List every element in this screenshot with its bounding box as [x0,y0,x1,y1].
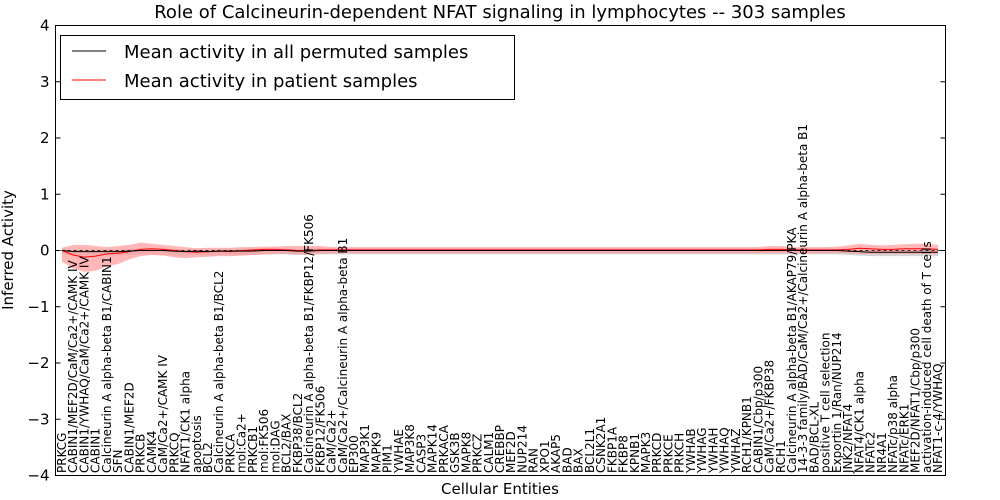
x-tick-label: NUP214 [516,425,530,473]
x-tick-label: mol:FK506 [257,409,271,473]
x-tick-label: XPO1 [538,440,552,473]
x-tick-label: PRKCQ [167,432,181,473]
x-tick-label: MAP3K1 [358,424,372,473]
x-tick-label: PRKACA [437,424,451,473]
x-tick-label: Calcineurin A alpha-beta B1/AKAP79/PKA [785,227,799,473]
x-tick-label: YWHAQ [718,427,732,474]
x-tick-label: BCL2 [201,442,215,473]
y-axis-label: Inferred Activity [0,190,17,310]
x-tick-label: PRKCG [55,433,69,473]
y-tick-label: 2 [40,129,50,147]
x-tick-label: activation-induced cell death of T cells [920,241,934,473]
x-tick-label: CABIN1/YWHAQ/CaM/Ca2+/CAMK IV [78,256,92,473]
x-tick-label: NFATc/ERK1 [897,404,911,473]
x-tick-label: CABIN1/MEF2D/CaM/Ca2+/CAMK IV [66,259,80,473]
x-tick-label: PRKCA [224,433,238,473]
y-tick-label: −2 [27,354,49,372]
x-tick-label: FKBP38/BCL2 [291,393,305,473]
x-tick-label: CASP3 [414,434,428,473]
x-tick-label: EP300 [347,435,361,473]
x-tick-label: PRKCH [673,433,687,473]
x-axis-label: Cellular Entities [441,480,559,498]
x-tick-label: RAN [527,448,541,473]
x-tick-label: FKBP8 [617,435,631,473]
x-tick-label: CAMK4 [145,431,159,473]
x-tick-label: MAPK14 [426,424,440,473]
y-tick-label: 3 [40,73,50,91]
x-tick-label: PRKCB [134,434,148,473]
x-tick-label: CREBBP [493,425,507,473]
y-tick-label: 0 [40,242,50,260]
x-tick-label: NFAT4/CK1 alpha [852,371,866,473]
x-tick-label: Calcineurin A alpha-beta B1/BCL2 [212,271,226,473]
x-tick-label: YWHAZ [729,428,743,474]
x-tick-label: PRKCB1 [246,426,260,473]
x-tick-label: MAPK9 [370,432,384,473]
x-tick-label: CSNK2A1 [594,417,608,473]
x-tick-label: PRKCD [650,433,664,473]
legend-label-permuted: Mean activity in all permuted samples [124,42,468,63]
x-tick-label: apoptosis [190,415,204,473]
x-tick-label: MAP3K8 [403,424,417,473]
permuted-series-line [61,250,938,253]
x-tick-label: Calcineurin A alpha-beta B1/FKBP12/FK506 [302,214,316,473]
x-tick-label: CABIN1/Cbp/p300 [751,366,765,473]
x-tick-label: YWHAG [695,427,709,474]
x-tick-label: mol:Ca2+ [235,413,249,473]
x-tick-label: CaM/Ca2+/CAMK IV [156,354,170,473]
x-tick-label: BAX [572,448,586,473]
x-tick-label: NFATc2 [864,431,878,473]
x-tick-label: PRKCE [662,434,676,473]
x-tick-label: NR4A1 [875,432,889,473]
x-tick-label: SFN [111,450,125,474]
x-tick-label: BAD [560,447,574,473]
x-tick-label: FKBP1A [605,426,619,473]
x-tick-label: NFATc/p38 alpha [886,375,900,473]
y-tick-label: −1 [27,298,49,316]
y-tick-label: −3 [27,410,49,428]
x-tick-label: NFAT1/CK1 alpha [179,371,193,473]
x-tick-label: YWHAE [392,429,406,474]
x-tick-label: KPNB1 [628,433,642,473]
x-tick-label: 14-3-3 family/BAD/CaM/Ca2+/Calcineurin A… [796,124,810,473]
x-tick-label: BCL2/BAX [280,414,294,473]
x-tick-label: AKAP5 [549,434,563,473]
x-tick-label: MAPK3 [639,432,653,473]
x-tick-label: CABIN1/MEF2D [122,382,136,473]
x-tick-label: CALM1 [482,432,496,473]
x-tick-label: JNK2/NFAT4 [841,404,855,474]
x-tick-label: CABIN1 [89,428,103,473]
x-tick-label: RCH1 [774,440,788,473]
x-tick-label: YWHAH [706,428,720,474]
x-tick-label: FKBP12/FK506 [313,386,327,473]
x-tick-label: BAD/BCL-XL [808,401,822,473]
x-tick-label: positive T cell selection [819,333,833,473]
y-tick-label: −4 [27,467,49,485]
x-tick-label: BCL2L1 [583,428,597,473]
x-tick-label: mol:DAG [268,420,282,473]
x-tick-label: NFAT1-c-4/YWHAQ [931,363,945,473]
x-tick-label: GSK3B [448,432,462,473]
x-tick-label: MAPK8 [459,432,473,473]
y-tick-label: 1 [40,185,50,203]
x-tick-label: RCH1/KPNB1 [740,396,754,473]
x-tick-label: PRKCZ [471,434,485,473]
x-tick-label: Calcineurin A alpha-beta B1/CABIN1 [100,256,114,473]
x-tick-label: YWHAB [684,428,698,474]
x-tick-label: CaM/Ca2+ [325,409,339,473]
x-tick-label: Exportin 1/Ran/NUP214 [830,332,844,473]
plot-frame [55,25,946,476]
x-tick-label: CaM/Ca2+/FKBP38 [763,360,777,473]
x-tick-label: PIM1 [381,444,395,473]
legend-box [60,35,515,100]
legend-label-patient: Mean activity in patient samples [124,71,418,92]
x-tick-label: CaM/Ca2+/Calcineurin A alpha-beta B1 [336,238,350,473]
legend: Mean activity in all permuted samples Me… [60,35,515,100]
x-tick-label: MEF2D/NFAT1/Cbp/p300 [909,328,923,473]
chart-title: Role of Calcineurin-dependent NFAT signa… [154,2,846,23]
y-tick-label: 4 [40,17,50,35]
x-tick-label: MEF2D [504,431,518,473]
